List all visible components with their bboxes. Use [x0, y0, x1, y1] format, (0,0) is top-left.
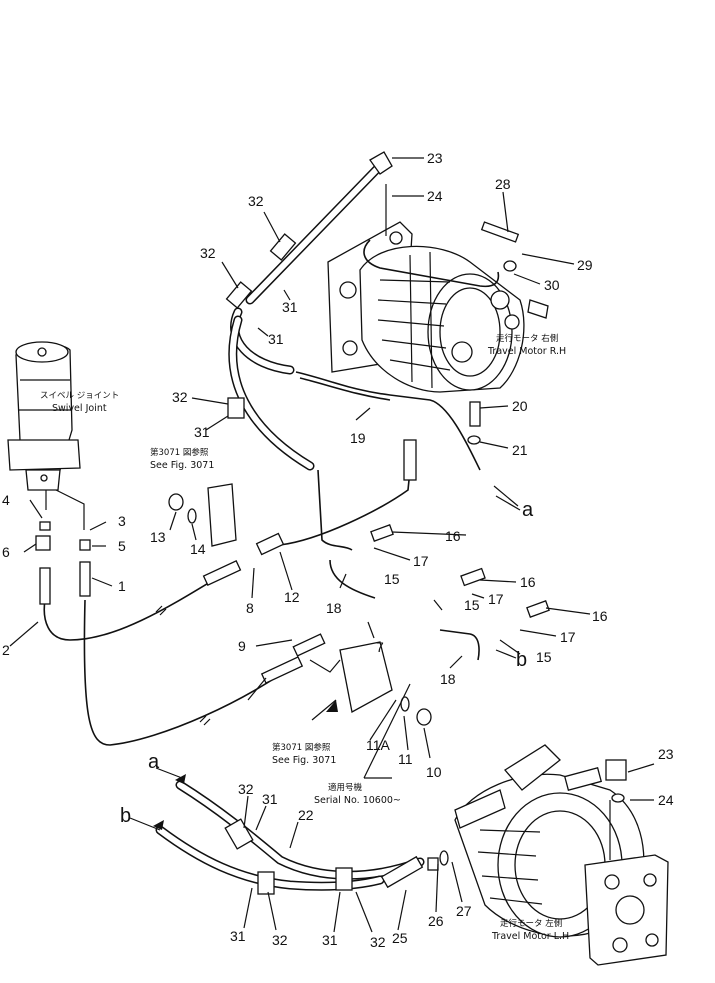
callout-16-b: 16	[520, 574, 536, 590]
hose-upper	[245, 151, 393, 305]
callout-17-b: 17	[488, 591, 504, 607]
callout-12: 12	[284, 589, 300, 605]
callout-32-c: 32	[172, 389, 188, 405]
motor-rh-label: Travel Motor R.H	[487, 346, 566, 357]
callout-23-bottom: 23	[658, 746, 674, 762]
conn-b-right: b	[516, 649, 527, 671]
hose-middle	[228, 307, 315, 471]
callout-2: 2	[2, 642, 10, 658]
callout-3: 3	[118, 513, 126, 529]
swivel-joint-label-jp: スイベル ジョイント	[40, 391, 119, 401]
callout-26: 26	[428, 913, 444, 929]
callout-20: 20	[512, 398, 528, 414]
connection-letters: a b a b	[120, 499, 534, 827]
connection-arrows	[153, 700, 338, 830]
callout-27: 27	[456, 903, 472, 919]
see-fig-label-jp-1: 第3071 図参照	[150, 447, 209, 458]
callout-19: 19	[350, 430, 366, 446]
leader-lines	[9, 157, 655, 933]
callout-16-a: 16	[445, 528, 461, 544]
callout-10: 10	[426, 764, 442, 780]
labels: スイベル ジョイント Swivel Joint 第3071 図参照 See Fi…	[40, 333, 569, 942]
callout-31-c: 31	[194, 424, 210, 440]
fittings	[35, 221, 627, 889]
callout-32-a: 32	[248, 193, 264, 209]
callout-18-a: 18	[326, 600, 342, 616]
callout-28: 28	[495, 176, 511, 192]
callout-31-b: 31	[268, 331, 284, 347]
callout-13: 13	[150, 529, 166, 545]
callout-numbers: 23 24 28 29 30 32 32 31 31 32 31 19 20 2…	[2, 150, 674, 950]
callout-17-a: 17	[413, 553, 429, 569]
callout-29: 29	[577, 257, 593, 273]
callout-16-c: 16	[592, 608, 608, 624]
travel-motor-lh	[454, 744, 669, 966]
callout-24-bottom: 24	[658, 792, 674, 808]
callout-18-b: 18	[440, 671, 456, 687]
callout-32-e: 32	[272, 932, 288, 948]
callout-7: 7	[376, 639, 384, 655]
hose-22	[155, 780, 425, 891]
hose-long	[83, 599, 301, 746]
callout-24-top: 24	[427, 188, 443, 204]
see-fig-label-2: See Fig. 3071	[272, 755, 336, 766]
callout-5: 5	[118, 538, 126, 554]
guide-lines	[45, 184, 611, 860]
callout-9: 9	[238, 638, 246, 654]
callout-25: 25	[392, 930, 408, 946]
travel-motor-rh	[327, 221, 549, 393]
callout-17-c: 17	[560, 629, 576, 645]
callout-31-e: 31	[230, 928, 246, 944]
callout-32-b: 32	[200, 245, 216, 261]
hose-clamps	[224, 233, 353, 895]
hose-2	[43, 569, 231, 641]
swivel-joint	[7, 341, 81, 491]
motor-lh-label: Travel Motor L.H	[491, 931, 569, 942]
callout-32-d: 32	[238, 781, 254, 797]
callout-32-f: 32	[370, 934, 386, 950]
callout-6: 6	[2, 544, 10, 560]
serial-label: Serial No. 10600~	[314, 795, 401, 806]
callout-31-a: 31	[282, 299, 298, 315]
callout-15-c: 15	[536, 649, 552, 665]
callout-23-top: 23	[427, 150, 443, 166]
callout-31-f: 31	[322, 932, 338, 948]
callout-4: 4	[2, 492, 10, 508]
callout-11a: 11A	[366, 737, 391, 753]
callout-21: 21	[512, 442, 528, 458]
callout-8: 8	[246, 600, 254, 616]
callout-31-d: 31	[262, 791, 278, 807]
serial-label-jp: 適用号機	[328, 782, 363, 793]
callout-1: 1	[118, 578, 126, 594]
callout-15-b: 15	[464, 597, 480, 613]
pipe-7	[279, 469, 411, 546]
callout-22: 22	[298, 807, 314, 823]
see-fig-label-jp-2: 第3071 図参照	[272, 742, 331, 753]
see-fig-label-1: See Fig. 3071	[150, 460, 214, 471]
swivel-joint-label: Swivel Joint	[52, 403, 107, 414]
motor-rh-label-jp: 走行モータ 右側	[496, 333, 558, 344]
callout-14: 14	[190, 541, 206, 557]
callout-15-a: 15	[384, 571, 400, 587]
conn-b-left: b	[120, 805, 131, 827]
callout-30: 30	[544, 277, 560, 293]
pipe-19	[295, 371, 481, 471]
conn-a-left: a	[148, 751, 160, 773]
conn-a-right: a	[522, 499, 534, 521]
motor-lh-label-jp: 走行モータ 左側	[500, 918, 562, 929]
callout-11: 11	[398, 751, 413, 767]
